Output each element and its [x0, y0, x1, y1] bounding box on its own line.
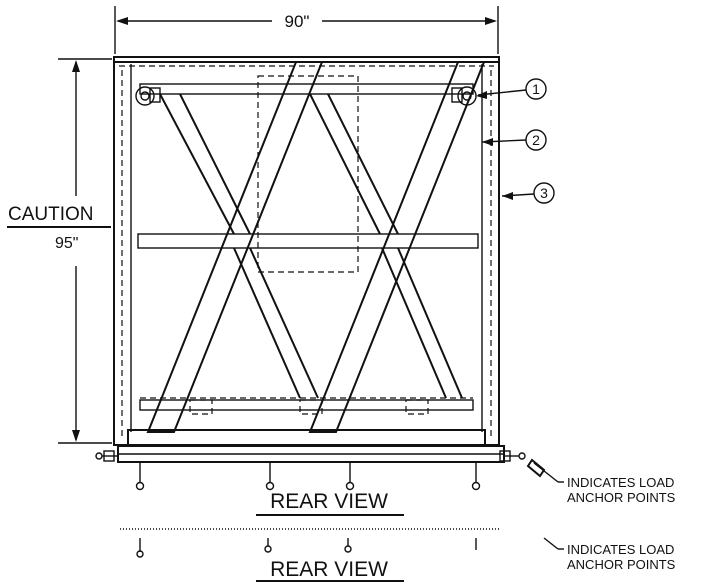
- anchor-point: [265, 481, 275, 491]
- anchor-points-lower: [120, 528, 500, 558]
- load-anchor-note-lower: INDICATES LOAD ANCHOR POINTS: [543, 537, 676, 572]
- anchor-point: [471, 481, 481, 491]
- diagonal-brace: [308, 61, 486, 433]
- height-dimension: CAUTION 95": [7, 58, 112, 444]
- callout-1-label: 1: [532, 81, 540, 97]
- corner-fittings: [135, 86, 477, 106]
- note-line-1: INDICATES LOAD: [567, 475, 674, 490]
- view-title: REAR VIEW: [270, 558, 388, 581]
- note-line-2: ANCHOR POINTS: [567, 490, 676, 505]
- callout-1: 1: [476, 78, 547, 100]
- callout-2: 2: [481, 129, 547, 151]
- width-dimension: 90": [114, 6, 499, 54]
- anchor-point: [136, 550, 144, 558]
- load-anchor-note-upper: INDICATES LOAD ANCHOR POINTS: [526, 458, 676, 505]
- base-skid: [95, 399, 526, 463]
- callout-2-label: 2: [532, 132, 540, 148]
- diagonal-brace: [146, 61, 324, 433]
- anchor-point: [345, 481, 355, 491]
- view-title-lower: REAR VIEW: [256, 558, 404, 582]
- width-label: 90": [285, 12, 310, 31]
- anchor-point: [135, 481, 145, 491]
- caution-label: CAUTION: [8, 204, 94, 225]
- callout-3: 3: [501, 182, 555, 204]
- height-label: 95": [55, 235, 78, 252]
- note-line-1: INDICATES LOAD: [567, 542, 674, 557]
- view-title: REAR VIEW: [270, 490, 388, 513]
- anchor-point: [344, 545, 352, 553]
- cross-braces: [146, 61, 486, 433]
- note-line-2: ANCHOR POINTS: [567, 557, 676, 572]
- view-title-upper: REAR VIEW: [256, 490, 404, 516]
- anchor-point: [264, 545, 272, 553]
- anchor-points-upper: [135, 462, 481, 491]
- callout-3-label: 3: [540, 185, 548, 201]
